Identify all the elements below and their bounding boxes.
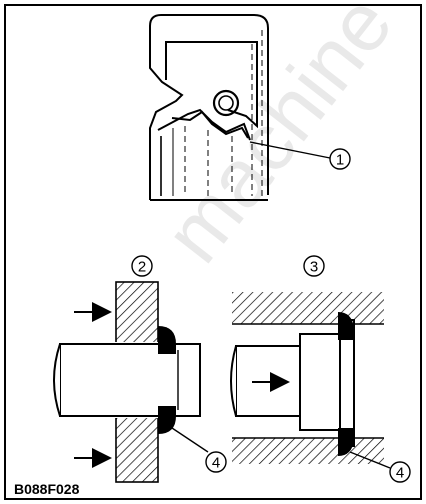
callout-4a-label: 4	[212, 455, 220, 472]
seal-lip-upper-right	[338, 312, 354, 340]
oil-seal-cross-section	[149, 14, 269, 201]
callout-3-circle	[303, 255, 325, 277]
leader-line-4b	[349, 451, 391, 469]
figure-code: B088F028	[14, 481, 80, 497]
callout-2-label: 2	[138, 259, 146, 276]
leader-line-1	[249, 141, 331, 159]
callout-4b-label: 4	[396, 465, 404, 482]
seal-lip-lower-left	[158, 406, 176, 434]
housing-wall-right	[232, 292, 384, 464]
seal-lip-lower-right	[338, 428, 354, 456]
callout-1-circle	[329, 148, 351, 170]
callout-3-label: 3	[310, 259, 318, 276]
callout-2-circle	[131, 255, 153, 277]
seal-lip-upper-left	[158, 326, 176, 354]
callout-4a-circle	[205, 451, 227, 473]
callout-4b-circle	[389, 461, 411, 483]
figure-border	[4, 4, 422, 500]
leader-line-4a	[165, 423, 209, 453]
callout-1-label: 1	[336, 152, 344, 169]
shaft-left	[53, 343, 201, 417]
